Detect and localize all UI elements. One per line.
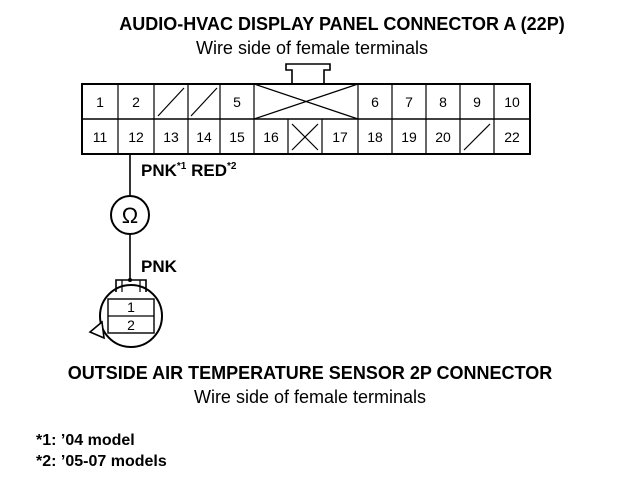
sensor-connector: 1 2: [88, 279, 163, 348]
ohmmeter-symbol: Ω: [110, 195, 150, 235]
pin-label: 19: [401, 129, 417, 145]
pin-label: 10: [504, 94, 520, 110]
sensor-pin-label: 1: [127, 299, 135, 315]
pin-label: 17: [332, 129, 348, 145]
pin-label: 7: [405, 94, 413, 110]
connector-a-title: AUDIO-HVAC DISPLAY PANEL CONNECTOR A (22…: [119, 14, 564, 34]
pin-label: 18: [367, 129, 383, 145]
connector-a-bottom-row: 11 12 13 14 15 16 17 18 19 20 22: [93, 129, 520, 145]
footnote-1: *1: ’04 model: [36, 432, 135, 449]
pin-label: 6: [371, 94, 379, 110]
connector-a-lock-tab: [285, 63, 331, 84]
unused-cavity-marks: [157, 83, 491, 151]
wire-color-label-a: PNK*1 RED*2: [141, 161, 237, 180]
pin-label: 2: [132, 94, 140, 110]
pin-label: 12: [128, 129, 144, 145]
pin-label: 22: [504, 129, 520, 145]
connector-a-top-row: 1 2 5 6 7 8 9 10: [96, 94, 520, 110]
pin-label: 16: [263, 129, 279, 145]
connector-a-body: [81, 83, 531, 155]
pin-label: 1: [96, 94, 104, 110]
sensor-connector-subtitle: Wire side of female terminals: [194, 387, 426, 407]
connector-key-tab: [88, 320, 105, 340]
pin-label: 9: [473, 94, 481, 110]
pin-label: 13: [163, 129, 179, 145]
pin-label: 11: [93, 129, 108, 145]
pin-label: 8: [439, 94, 447, 110]
pin-label: 15: [229, 129, 245, 145]
wire-color-label-b: PNK: [141, 257, 178, 276]
pin-label: 14: [196, 129, 212, 145]
sensor-pin-label: 2: [127, 317, 135, 333]
pin-label: 5: [233, 94, 241, 110]
sensor-connector-title: OUTSIDE AIR TEMPERATURE SENSOR 2P CONNEC…: [68, 363, 552, 383]
pin-label: 20: [435, 129, 451, 145]
footnote-2: *2: ’05-07 models: [36, 453, 167, 470]
ohm-symbol: Ω: [122, 203, 138, 228]
connector-a-subtitle: Wire side of female terminals: [196, 38, 428, 58]
